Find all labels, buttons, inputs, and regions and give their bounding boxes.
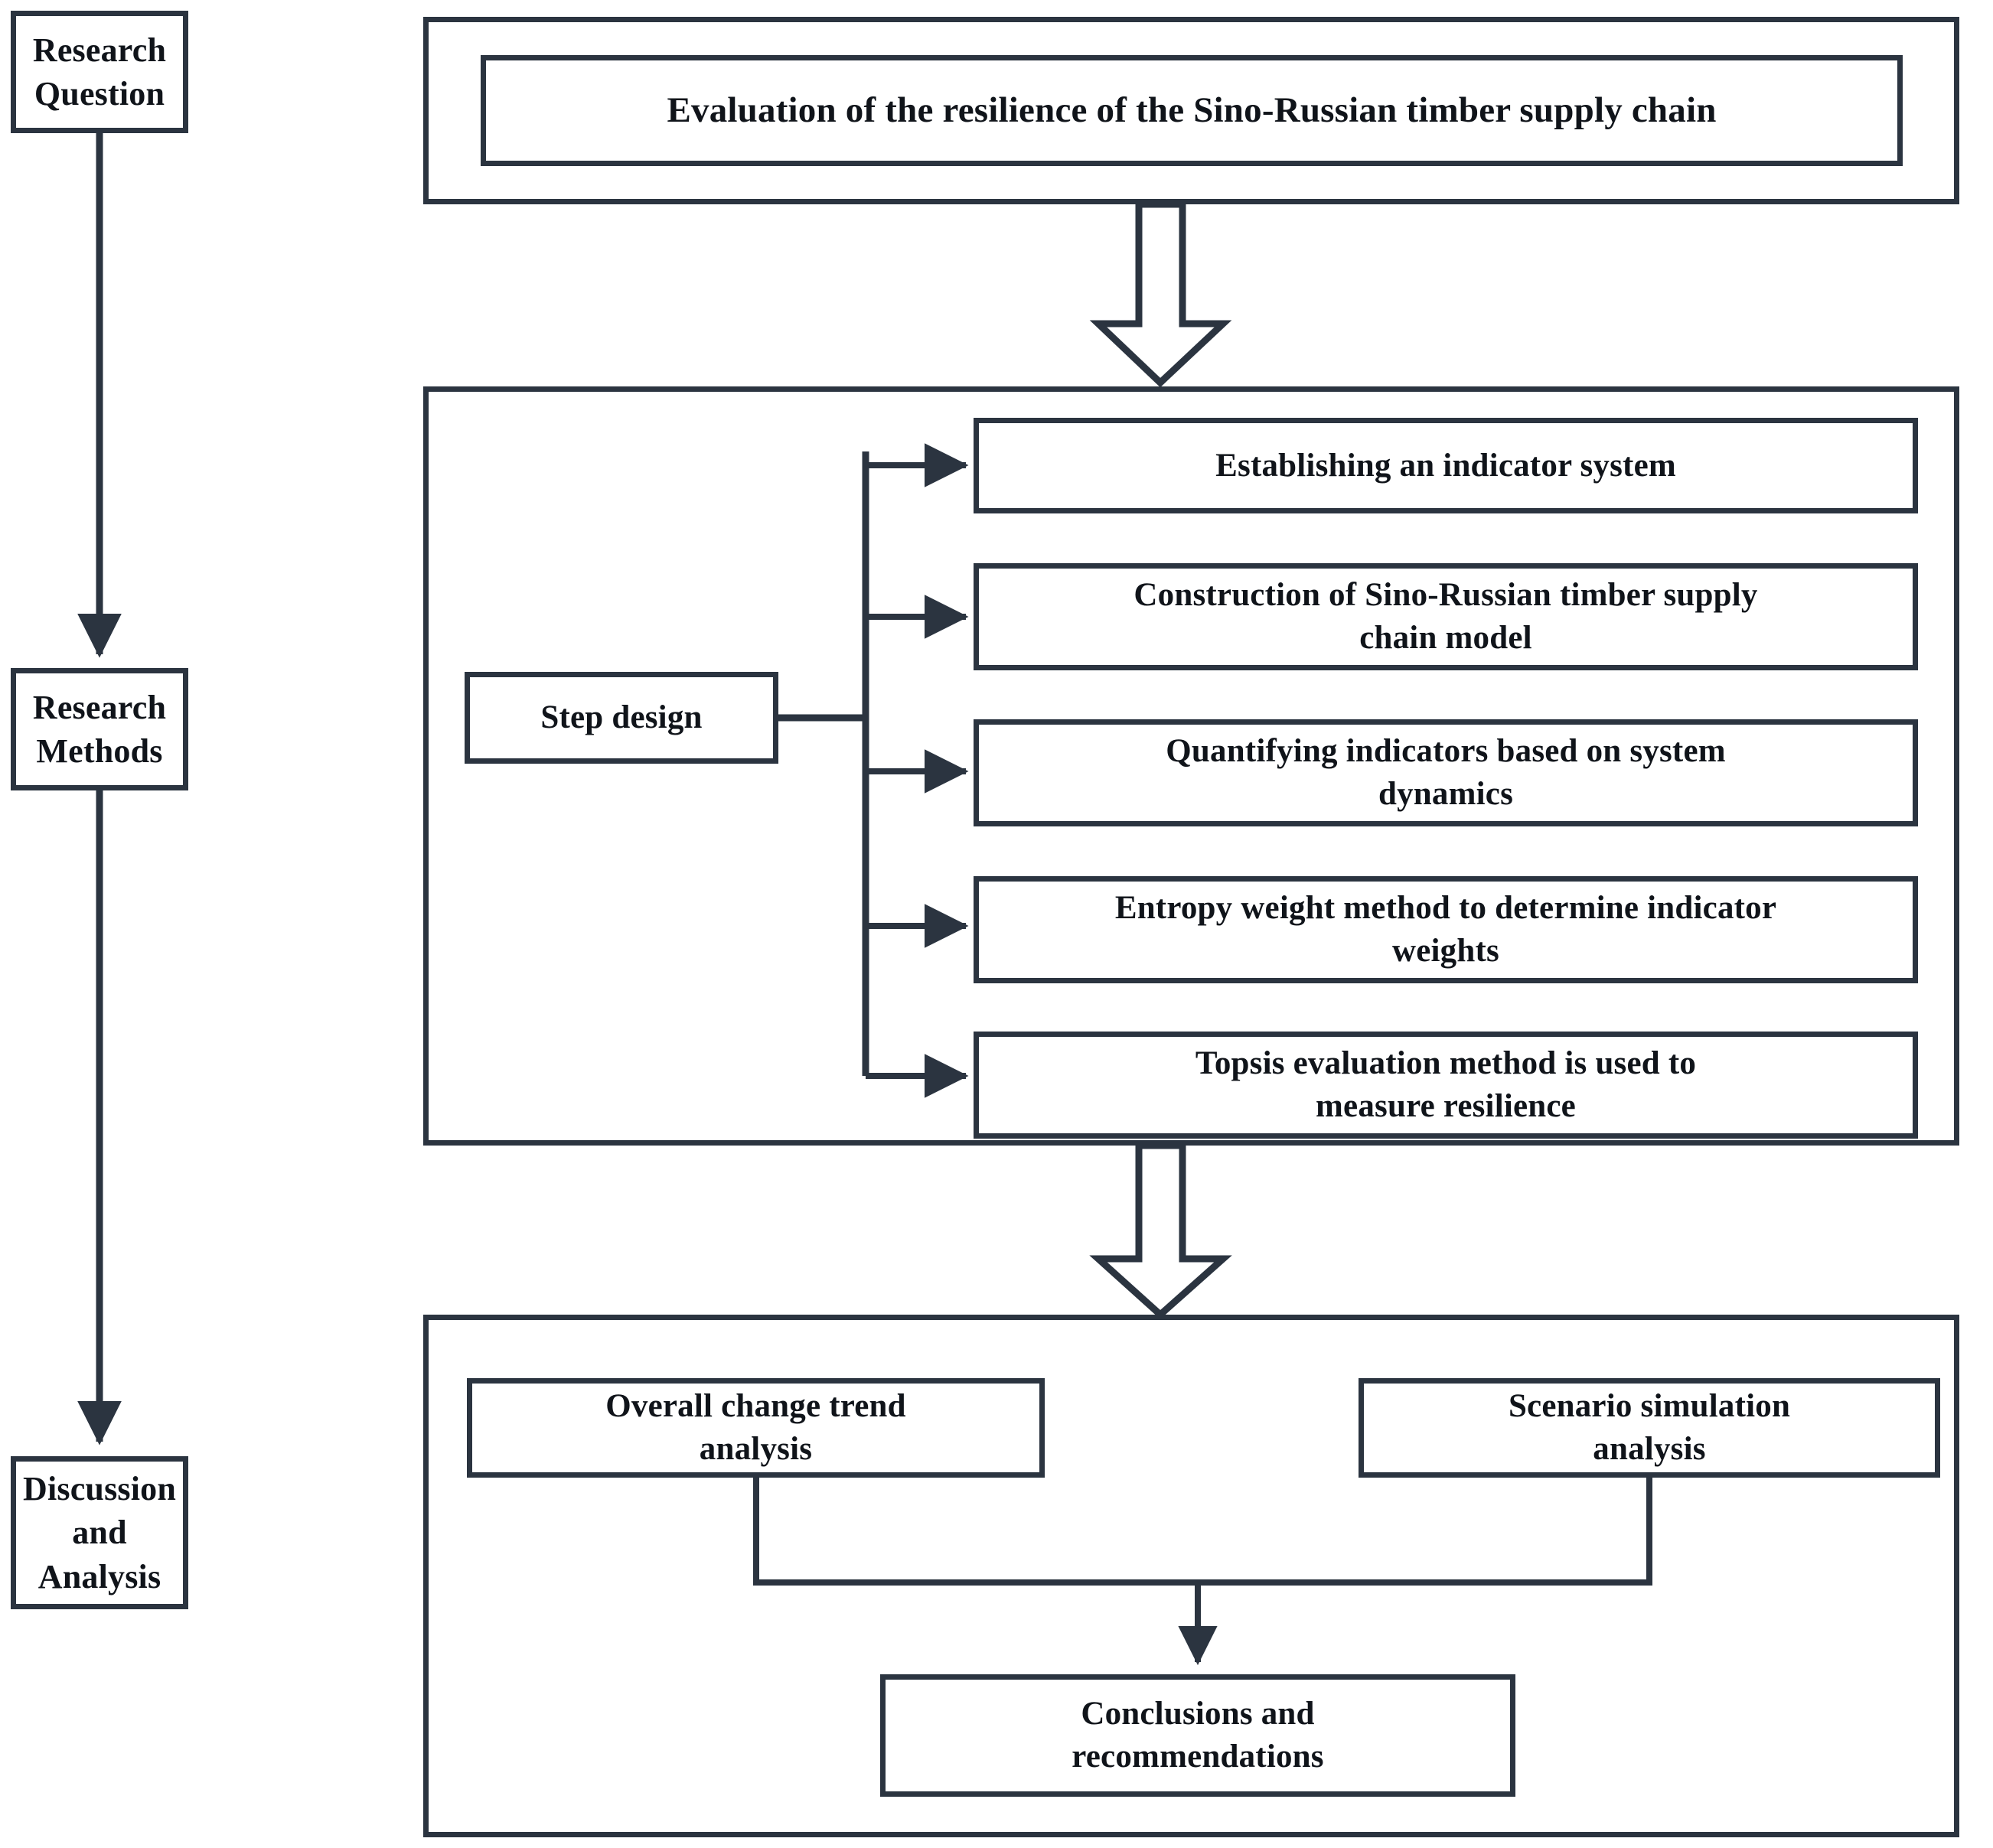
block-arrow-top-to-methods — [1089, 200, 1232, 388]
discussion-analysis-container — [423, 1315, 1959, 1837]
method-step-1-box[interactable]: Establishing an indicator system — [974, 418, 1918, 513]
conclusions-and-recommendations-label: Conclusions and recommendations — [1072, 1696, 1324, 1775]
method-step-2-box[interactable]: Construction of Sino-Russian timber supp… — [974, 563, 1918, 670]
conclusions-and-recommendations-box[interactable]: Conclusions and recommendations — [880, 1674, 1515, 1797]
study-title-label: Evaluation of the resilience of the Sino… — [667, 90, 1717, 130]
method-step-4-label: Entropy weight method to determine indic… — [1114, 890, 1777, 969]
method-step-3-label: Quantifying indicators based on system d… — [1166, 733, 1726, 812]
method-step-1-label: Establishing an indicator system — [1215, 447, 1676, 484]
study-title-box[interactable]: Evaluation of the resilience of the Sino… — [481, 55, 1903, 166]
stage-discussion-and-analysis-label: Discussion and Analysis — [22, 1470, 177, 1595]
stage-discussion-and-analysis[interactable]: Discussion and Analysis — [11, 1456, 188, 1609]
method-step-3-box[interactable]: Quantifying indicators based on system d… — [974, 719, 1918, 826]
method-step-2-label: Construction of Sino-Russian timber supp… — [1133, 577, 1758, 656]
step-design-label: Step design — [540, 699, 703, 736]
stage-research-question-label: Research Question — [32, 31, 167, 112]
research-question-container — [423, 17, 1959, 204]
stage-research-question[interactable]: Research Question — [11, 11, 188, 133]
stage-research-methods[interactable]: Research Methods — [11, 668, 188, 790]
block-arrow-methods-to-discussion — [1089, 1142, 1232, 1320]
overall-change-trend-analysis-box[interactable]: Overall change trend analysis — [467, 1378, 1045, 1478]
stage-research-methods-label: Research Methods — [32, 688, 167, 770]
scenario-simulation-analysis-label: Scenario simulation analysis — [1508, 1388, 1791, 1467]
research-methods-container — [423, 386, 1959, 1146]
overall-change-trend-analysis-label: Overall change trend analysis — [605, 1388, 906, 1467]
method-step-5-box[interactable]: Topsis evaluation method is used to meas… — [974, 1032, 1918, 1139]
method-step-5-label: Topsis evaluation method is used to meas… — [1195, 1045, 1697, 1124]
method-step-4-box[interactable]: Entropy weight method to determine indic… — [974, 876, 1918, 983]
scenario-simulation-analysis-box[interactable]: Scenario simulation analysis — [1359, 1378, 1940, 1478]
step-design-box[interactable]: Step design — [465, 672, 778, 764]
